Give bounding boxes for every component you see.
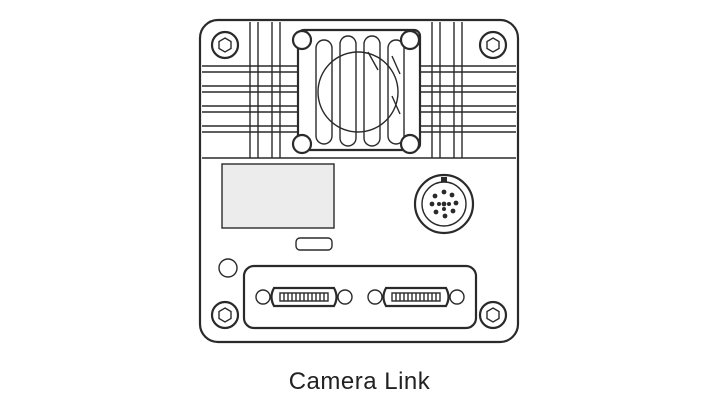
power-io-connector — [413, 173, 475, 235]
status-led — [295, 237, 333, 251]
camera-body — [198, 18, 520, 344]
camera-link-panel — [242, 264, 478, 330]
diagram-caption: Camera Link — [288, 368, 431, 395]
camera-rear-panel-diagram — [198, 18, 520, 344]
camera-link-connector-1 — [255, 286, 353, 308]
corner-screws — [210, 30, 508, 330]
heatsink-slots — [202, 22, 516, 159]
vent-plate-screws — [291, 29, 421, 155]
fan-vent-plate — [296, 28, 422, 152]
indicator-hole — [218, 258, 238, 278]
camera-link-connector-2 — [367, 286, 465, 308]
heatsink-fins — [202, 65, 516, 133]
label-area — [221, 163, 335, 229]
